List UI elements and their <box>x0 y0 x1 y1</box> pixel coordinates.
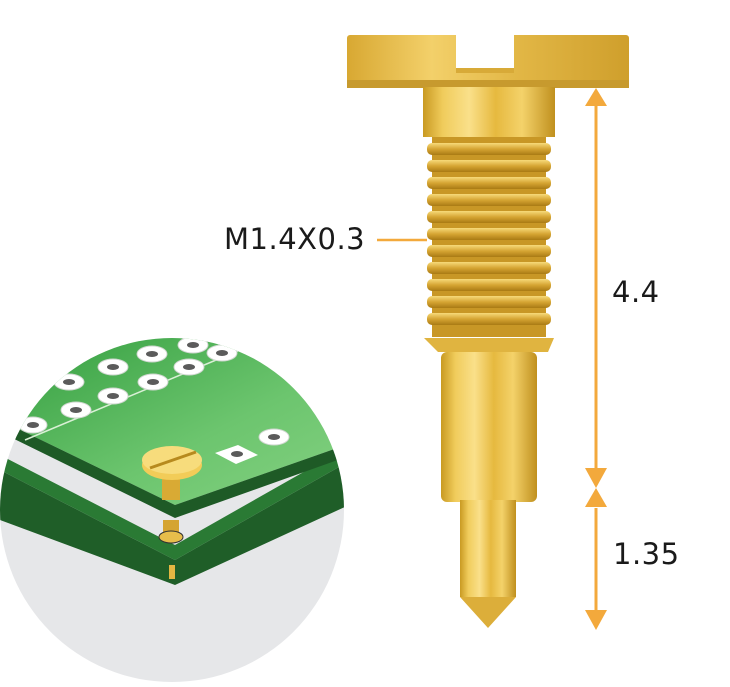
pcb-inset-photo <box>0 338 344 682</box>
pointed-tip <box>460 597 516 628</box>
threaded-section <box>427 137 551 337</box>
thread-spec-label: M1.4X0.3 <box>224 222 366 256</box>
plunger <box>460 500 516 597</box>
slotted-head <box>347 33 629 88</box>
collar <box>423 87 555 137</box>
lower-length-label: 1.35 <box>613 537 680 571</box>
dimension-upper <box>585 88 607 488</box>
screw-pin-illustration <box>347 33 629 628</box>
barrel <box>441 352 537 502</box>
flange <box>424 338 554 352</box>
dimension-lower <box>585 488 607 630</box>
upper-length-label: 4.4 <box>612 275 660 309</box>
